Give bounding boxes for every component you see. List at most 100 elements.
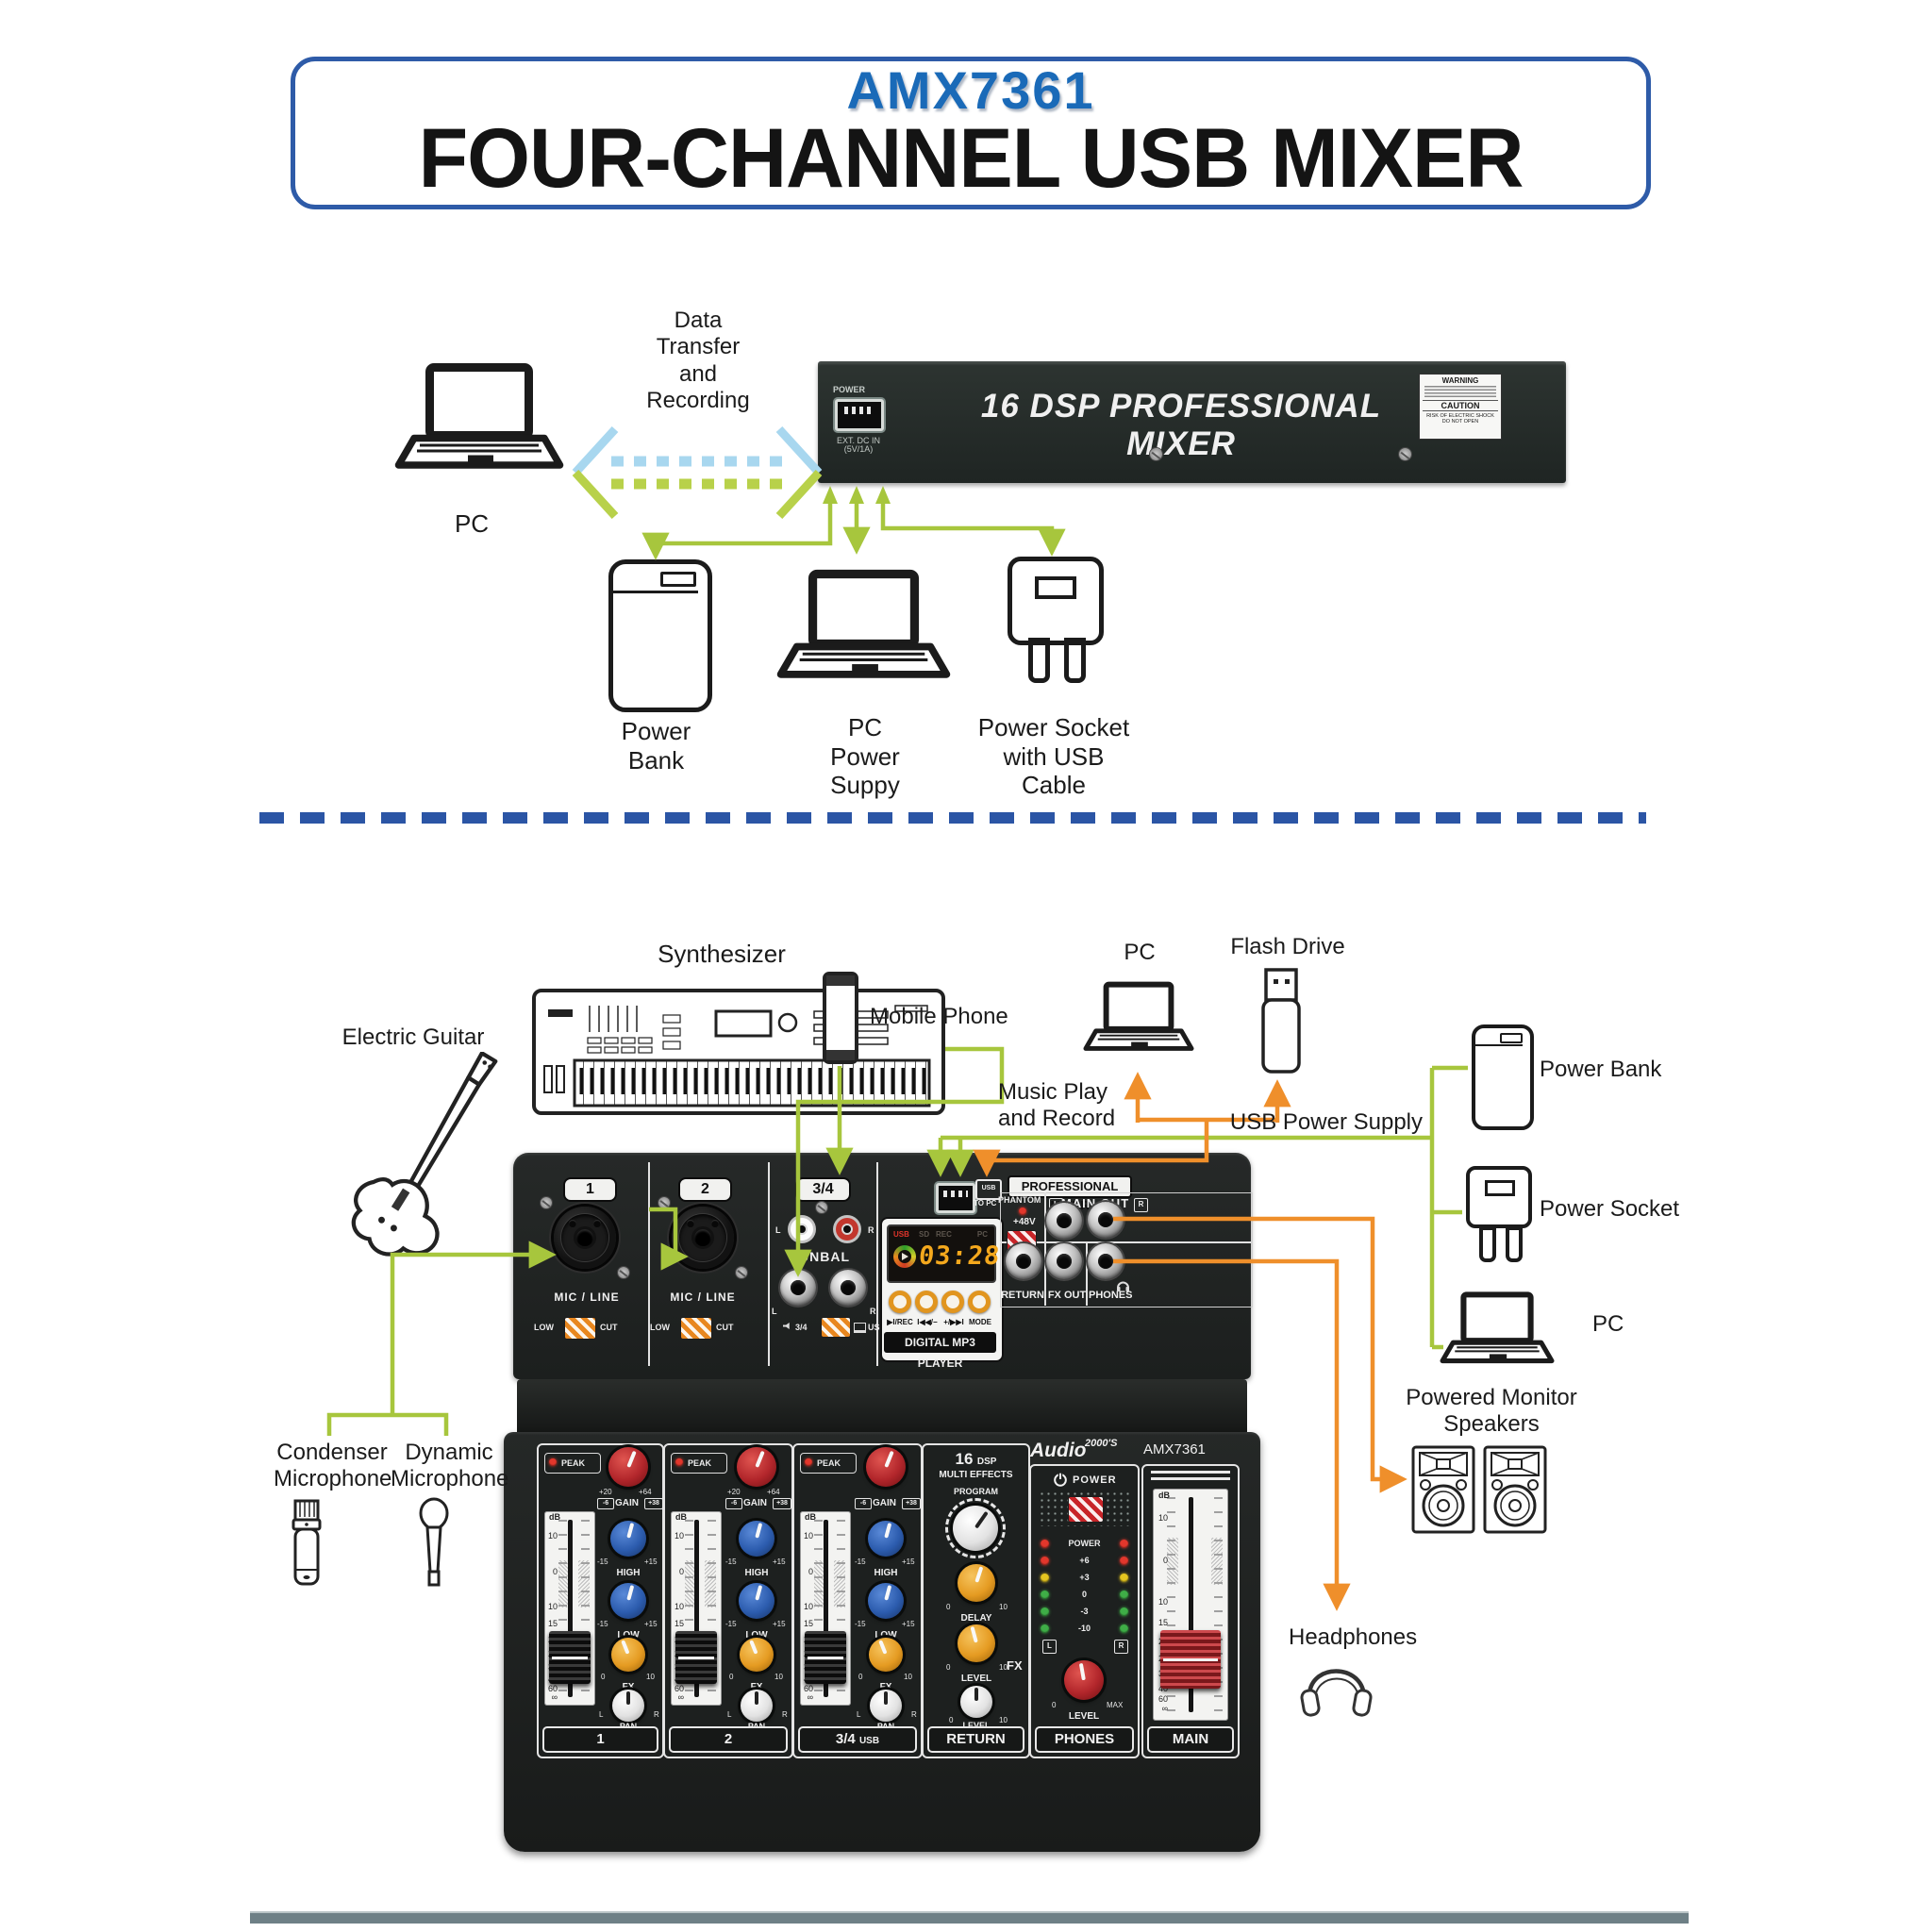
fader-cap — [549, 1631, 591, 1684]
divider — [648, 1162, 650, 1366]
rack-ext-dc-label: EXT. DC IN (5V/1A) — [836, 436, 880, 454]
meter-led — [1041, 1573, 1049, 1582]
divider — [768, 1162, 770, 1366]
k0: 0 — [946, 1603, 951, 1611]
strip-footer-phones: PHONES — [1035, 1726, 1134, 1753]
k10: 10 — [999, 1603, 1008, 1611]
screw-icon — [736, 1267, 747, 1278]
scale-tick: 15 — [803, 1619, 813, 1628]
eq-min: -15 — [855, 1620, 866, 1628]
data-transfer-label: Data Transfer and Recording — [646, 308, 750, 413]
divider — [1000, 1241, 1251, 1243]
peak-label: PEAK — [817, 1458, 841, 1468]
fx-out-jack-label: FX OUT — [1047, 1290, 1087, 1301]
fx-label: FX — [622, 1682, 635, 1692]
logo-2000s: 2000'S — [1085, 1438, 1118, 1449]
screw-icon — [1150, 448, 1162, 460]
scale-tick: 0 — [552, 1567, 558, 1576]
eq-max: +15 — [773, 1557, 786, 1566]
return-jack-label: RETURN — [1001, 1290, 1044, 1301]
do-not-open-text: DO NOT OPEN — [1441, 419, 1479, 425]
scale-tick: 0 — [808, 1567, 813, 1576]
meter-led — [1120, 1624, 1128, 1633]
peak-label: PEAK — [688, 1458, 712, 1468]
fader-cap — [675, 1631, 717, 1684]
low-knob — [610, 1583, 646, 1619]
gain-knob — [737, 1447, 776, 1487]
screw-icon — [1399, 448, 1411, 460]
caution-title: CAUTION — [1423, 400, 1498, 411]
rca-r-label: R — [868, 1225, 874, 1235]
professional-mixer-label: PROFESSIONAL MIXER — [1008, 1175, 1132, 1212]
warning-title: WARNING — [1441, 376, 1479, 385]
db-label: dB — [675, 1512, 687, 1522]
dynamic-mic-label: Dynamic Microphone — [391, 1440, 509, 1492]
eq-max: +15 — [902, 1620, 915, 1628]
meter-led — [1120, 1556, 1128, 1565]
channel-1-lowcut-button — [564, 1317, 596, 1340]
main-out-r-box: R — [1134, 1198, 1148, 1212]
pan-knob — [741, 1690, 773, 1722]
gain-hi: +64 — [639, 1488, 652, 1496]
fx-level-label: LEVEL — [960, 1674, 992, 1684]
strip-footer-main: MAIN — [1147, 1726, 1234, 1753]
scale-tick: ∞ — [1161, 1704, 1168, 1713]
logo-model: AMX7361 — [1143, 1441, 1206, 1457]
strip-footer-34: 3/4 USB — [798, 1726, 917, 1753]
channel-1-top-label: 1 — [563, 1177, 617, 1202]
pan-knob — [612, 1690, 644, 1722]
eq-min: -15 — [725, 1620, 737, 1628]
scale-tick: 10 — [674, 1602, 684, 1611]
electric-guitar-icon — [351, 1052, 498, 1257]
phones-level-label: LEVEL — [1068, 1711, 1100, 1722]
k10: 10 — [999, 1716, 1008, 1724]
line-in-jack-left — [780, 1270, 816, 1306]
meter-led — [1041, 1556, 1049, 1565]
high-knob — [868, 1521, 904, 1557]
power-bank-right-icon — [1472, 1024, 1534, 1130]
scale-tick: 60 — [547, 1684, 558, 1693]
display-usb: USB — [893, 1230, 909, 1239]
effects-strip: 16 DSP MULTI EFFECTS PROGRAM 0 10 DELAY … — [922, 1443, 1030, 1758]
pan-l: L — [727, 1710, 732, 1719]
fx-label: FX — [879, 1682, 892, 1692]
dynamic-microphone-icon — [419, 1497, 449, 1587]
source-select-button — [821, 1317, 851, 1338]
k10: 10 — [904, 1673, 912, 1681]
digital-mp3-player-label: DIGITAL MP3 PLAYER — [884, 1332, 996, 1370]
eq-min: -15 — [725, 1557, 737, 1566]
meter-led — [1041, 1607, 1049, 1616]
condenser-microphone-icon — [291, 1499, 322, 1586]
scale-tick: 10 — [1158, 1597, 1168, 1607]
eq-max: +15 — [773, 1620, 786, 1628]
pc-power-supply-label: PC Power Suppy — [830, 713, 900, 800]
effects-header: 16 DSP — [924, 1450, 1028, 1469]
meter-led — [1041, 1590, 1049, 1599]
power-button-grid — [1039, 1491, 1130, 1526]
channel-1-xlr-jack — [541, 1197, 629, 1278]
eq-min: -15 — [597, 1557, 608, 1566]
gain-lo: +20 — [599, 1488, 612, 1496]
power-socket-usb-label: Power Socket with USB Cable — [977, 713, 1130, 800]
transport-prev-button — [915, 1291, 938, 1313]
monitor-speakers-label: Powered Monitor Speakers — [1406, 1385, 1577, 1438]
peak-led — [675, 1458, 683, 1466]
scale-tick: 10 — [674, 1531, 684, 1541]
main-fader: dB 10 0 10 15 20 25 30 40 60 ∞ — [1153, 1489, 1228, 1721]
play-ring-icon — [893, 1245, 916, 1268]
mp3-display: USB SD REC PC 03:28 — [887, 1224, 1002, 1283]
channel-1-mic-line-label: MIC / LINE — [554, 1291, 620, 1304]
to-pc-label: TO PC — [974, 1199, 997, 1208]
program-knob — [953, 1506, 998, 1551]
pan-r: R — [654, 1710, 659, 1719]
low-label: LOW — [617, 1630, 640, 1641]
divider — [1044, 1192, 1046, 1241]
display-time: 03:28 — [917, 1241, 1002, 1271]
gain-hi: +64 — [767, 1488, 780, 1496]
main-out-r-jack — [1088, 1202, 1124, 1238]
screw-icon — [618, 1267, 629, 1278]
phantom-led — [1019, 1208, 1026, 1215]
transport-play-rec-button — [889, 1291, 911, 1313]
eq-max: +15 — [644, 1557, 658, 1566]
db-label: dB — [1158, 1491, 1170, 1500]
